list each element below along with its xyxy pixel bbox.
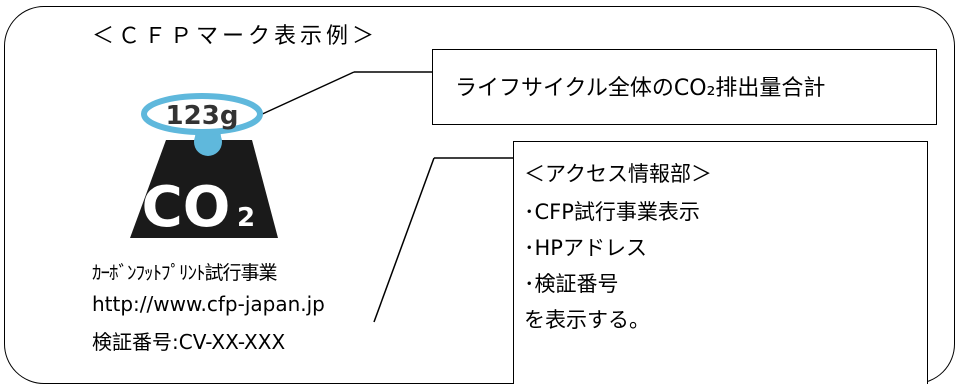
access-info-item: ･HPアドレス (524, 236, 647, 260)
callout-lifecycle-text: ライフサイクル全体のCO₂排出量合計 (455, 76, 826, 101)
mark-base (130, 140, 278, 238)
weight-label: 123g (166, 101, 239, 131)
weight-ring (141, 93, 263, 135)
url-label: http://www.cfp-japan.jp (92, 292, 325, 316)
callout-lifecycle: ライフサイクル全体のCO₂排出量合計 (432, 49, 937, 125)
access-info-note: を表示する。 (524, 308, 650, 332)
access-info-item: ･検証番号 (524, 272, 619, 296)
program-label: ｶｰﾎﾞﾝﾌｯﾄﾌﾟﾘﾝﾄ試行事業 (92, 262, 278, 284)
verification-label: 検証番号:CV-XX-XXX (92, 330, 286, 354)
co2-label: CO (142, 175, 231, 240)
co2-subscript: 2 (237, 203, 255, 233)
outer-frame (4, 6, 955, 384)
callout-access-info: ＜アクセス情報部＞ ･CFP試行事業表示 ･HPアドレス ･検証番号 を表示する… (513, 141, 928, 384)
access-info-item: ･CFP試行事業表示 (524, 200, 700, 224)
diagram-title: ＜ＣＦＰマーク表示例＞ (92, 24, 379, 49)
pointer-line-bottom (373, 157, 435, 323)
drop-circle (194, 128, 222, 156)
access-info-heading: ＜アクセス情報部＞ (524, 162, 712, 186)
pointer-line-top (257, 71, 355, 117)
